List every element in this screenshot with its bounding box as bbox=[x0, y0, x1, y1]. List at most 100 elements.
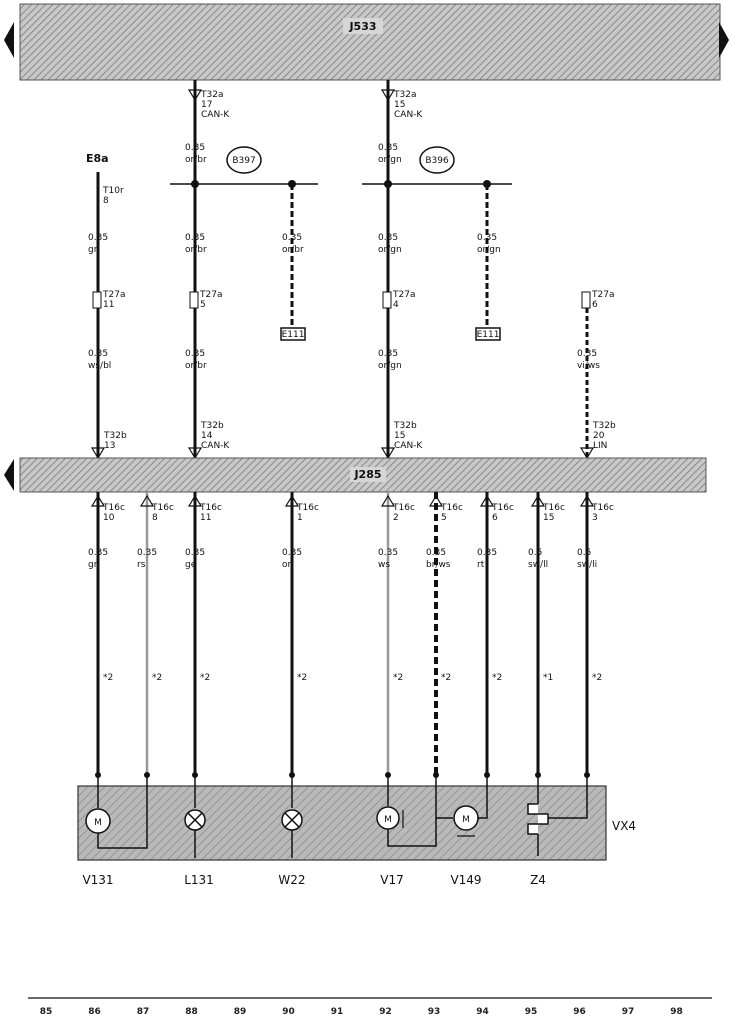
control-unit-bar-middle: J285 bbox=[4, 457, 707, 493]
control-unit-bar-top: J533 bbox=[4, 3, 729, 81]
bottom-wire-gauge: 0.5 bbox=[577, 548, 591, 558]
t32b-1-pin: 13 bbox=[104, 441, 115, 451]
bubble-left: B397 bbox=[226, 146, 262, 174]
bottom-wire-color: rs bbox=[137, 560, 146, 570]
connector-arrow-icon bbox=[284, 494, 300, 507]
left-component-label: E8a bbox=[86, 152, 109, 165]
bubble-right: B396 bbox=[419, 146, 455, 174]
grid-number: 87 bbox=[137, 1007, 150, 1017]
ground-box-2-label: E111 bbox=[477, 330, 500, 340]
component-label-l131: L131 bbox=[184, 873, 214, 887]
lamp-w22-icon bbox=[281, 775, 303, 858]
top-wire-1-gauge: 0.35 bbox=[185, 143, 205, 153]
connector-arrow-icon bbox=[428, 494, 444, 507]
lower-wire-2-gauge: 0.35 bbox=[185, 349, 205, 359]
bottom-wire-gauge: 0.35 bbox=[282, 548, 302, 558]
grid-number: 90 bbox=[282, 1007, 295, 1017]
bottom-wire-pin: 8 bbox=[152, 513, 158, 523]
arrow-left-icon bbox=[4, 459, 14, 491]
top-wire-2-signal: CAN-K bbox=[394, 110, 423, 120]
bottom-wire-note: *2 bbox=[492, 673, 502, 683]
t32b-1-name: T32b bbox=[103, 431, 127, 441]
arrow-left-icon bbox=[4, 22, 14, 58]
lower-wire-4-color: vi/ws bbox=[577, 361, 600, 371]
t32b-2-pin: 14 bbox=[201, 431, 213, 441]
bottom-wire-gauge: 0.35 bbox=[477, 548, 497, 558]
bottom-wire-note: *2 bbox=[200, 673, 210, 683]
component-label-z4: Z4 bbox=[530, 873, 546, 887]
t32b-2-signal: CAN-K bbox=[201, 441, 230, 451]
mid-wire-3-color: or/br bbox=[282, 245, 304, 255]
mid-wire-4-gauge: 0.35 bbox=[378, 233, 398, 243]
bottom-wire-color: or bbox=[282, 560, 292, 570]
mid-wire-2-gauge: 0.35 bbox=[185, 233, 205, 243]
component-label-w22: W22 bbox=[278, 873, 305, 887]
t32b-3-pin: 15 bbox=[394, 431, 405, 441]
bottom-wire-connector: T16c bbox=[542, 503, 565, 513]
t27-2-pin: 5 bbox=[200, 300, 206, 310]
left-connector-pin: 8 bbox=[103, 196, 109, 206]
mid-wire-5-color: or/gn bbox=[477, 245, 501, 255]
lower-wire-4-gauge: 0.35 bbox=[577, 349, 597, 359]
bottom-wire-note: *1 bbox=[543, 673, 553, 683]
t32b-connector-2: T32b 14 CAN-K bbox=[187, 421, 230, 460]
bubble-right-label: B396 bbox=[425, 156, 449, 166]
t27-3-pin: 4 bbox=[393, 300, 399, 310]
bottom-wire-note: *2 bbox=[152, 673, 162, 683]
top-wire-2-color: or/gn bbox=[378, 155, 402, 165]
bar-middle-label: J285 bbox=[353, 468, 381, 481]
bottom-wire-pin: 11 bbox=[200, 513, 211, 523]
connector-arrow-icon bbox=[187, 89, 203, 102]
t27-connector-3: T27a 4 bbox=[382, 290, 415, 310]
bottom-wire-gauge: 0.35 bbox=[185, 548, 205, 558]
lower-wire-2-color: or/br bbox=[185, 361, 207, 371]
grid-number: 93 bbox=[428, 1007, 441, 1017]
top-wire-2-pin: 15 bbox=[394, 100, 405, 110]
bottom-wire-gauge: 0.35 bbox=[88, 548, 108, 558]
lower-wire-1-color: ws/bl bbox=[88, 361, 111, 371]
bottom-wire-note: *2 bbox=[297, 673, 307, 683]
svg-text:M: M bbox=[462, 815, 470, 825]
t27-connector-4: T27a 6 bbox=[581, 290, 614, 310]
module-label: VX4 bbox=[612, 819, 636, 833]
motor-v149-icon: M bbox=[436, 775, 488, 837]
bottom-wire-note: *2 bbox=[103, 673, 113, 683]
t32b-2-name: T32b bbox=[200, 421, 224, 431]
bottom-wire-color: rt bbox=[477, 560, 485, 570]
grid-number: 85 bbox=[40, 1007, 53, 1017]
connector-arrow-icon bbox=[530, 494, 546, 507]
t32b-3-name: T32b bbox=[393, 421, 417, 431]
t32b-4-signal: LIN bbox=[593, 441, 607, 451]
component-label-v17: V17 bbox=[380, 873, 403, 887]
mid-wire-2-color: or/br bbox=[185, 245, 207, 255]
grid-number: 92 bbox=[379, 1007, 392, 1017]
heater-z4-icon bbox=[527, 775, 588, 856]
top-wire-1-color: or/br bbox=[185, 155, 207, 165]
t32b-3-signal: CAN-K bbox=[394, 441, 423, 451]
mid-wire-3-gauge: 0.35 bbox=[282, 233, 302, 243]
bar-top-label: J533 bbox=[348, 20, 376, 33]
ground-box-1: E111 bbox=[280, 327, 306, 341]
bubble-left-label: B397 bbox=[232, 156, 255, 166]
bottom-wire-pin: 6 bbox=[492, 513, 498, 523]
bottom-wire-note: *2 bbox=[441, 673, 451, 683]
top-wire-1-pin: 17 bbox=[201, 100, 212, 110]
mid-wire-4-color: or/gn bbox=[378, 245, 402, 255]
component-label-v131: V131 bbox=[82, 873, 113, 887]
t32b-connector-4: T32b 20 LIN bbox=[579, 421, 616, 460]
grid-number: 98 bbox=[670, 1007, 683, 1017]
t27-2-name: T27a bbox=[199, 290, 222, 300]
bottom-wire-gauge: 0.5 bbox=[528, 548, 542, 558]
motor-v17-icon: M bbox=[376, 775, 437, 847]
bottom-wires: T16c100.35gr*2T16c80.35rs*2T16c110.35ge*… bbox=[88, 492, 614, 778]
top-wire-1-signal: CAN-K bbox=[201, 110, 230, 120]
connector-arrow-icon bbox=[380, 89, 396, 102]
t32b-connector-1: T32b 13 bbox=[90, 431, 127, 460]
bottom-wire-gauge: 0.35 bbox=[378, 548, 398, 558]
t27-4-pin: 6 bbox=[592, 300, 598, 310]
